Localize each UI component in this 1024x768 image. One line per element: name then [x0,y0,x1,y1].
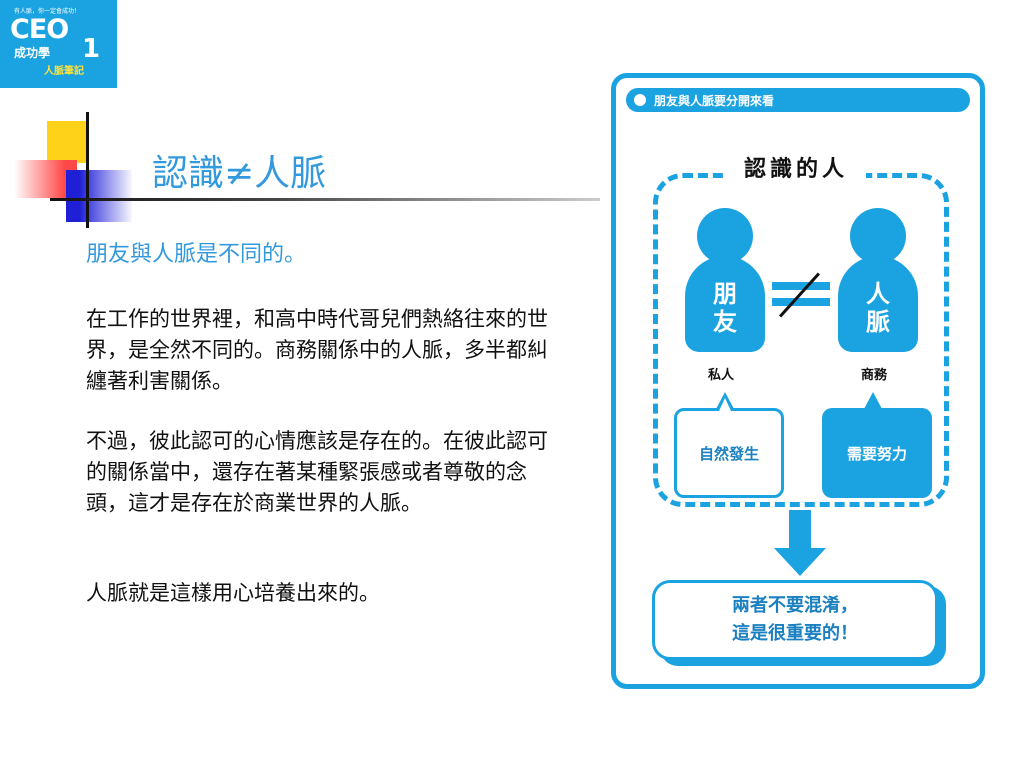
slide-title: 認識≠人脈 [152,153,327,194]
conclusion-line-2: 這是很重要的！ [732,623,858,644]
infographic-header: 朋友與人脈要分開來看 [626,88,970,112]
person-body [838,256,918,352]
decor-vertical-line [86,112,89,228]
conclusion-line-1: 兩者不要混淆， [732,595,858,616]
bubble-tail [864,392,882,409]
paragraph-1: 在工作的世界裡，和高中時代哥兒們熱絡往來的世界，是全然不同的。商務關係中的人脈，… [86,307,548,393]
acquaintance-title: 認識的人 [726,151,866,183]
private-caption: 私人 [708,368,735,383]
arrow-down-head [774,548,826,576]
arrow-down-icon [789,510,811,556]
person-body [685,256,765,352]
network-label: 人 脈 [866,280,890,336]
book-logo: 有人脈，你一定會成功！ CEO 成功學 1 人脈筆記 [0,0,117,88]
decor-yellow-square [47,121,89,163]
paragraph-3: 人脈就是這樣用心培養出來的。 [86,581,380,605]
business-caption: 商務 [861,368,888,383]
lead-text: 朋友與人脈是不同的。 [86,242,307,267]
logo-subtitle: 成功學 [14,46,51,60]
natural-bubble: 自然發生 [674,408,784,498]
not-equal-icon [768,272,834,318]
effort-bubble: 需要努力 [822,408,932,498]
logo-number: 1 [82,34,101,64]
person-head [850,208,906,264]
logo-ceo: CEO [10,14,69,45]
decor-blue-square [66,170,132,222]
title-underline [50,198,600,201]
logo-tagline: 有人脈，你一定會成功！ [14,8,81,15]
infographic-panel: 朋友與人脈要分開來看 認識的人 朋 友 人 脈 私人 商務 自然發生 需要努力 … [611,73,985,689]
infographic-header-label: 朋友與人脈要分開來看 [654,94,775,108]
paragraph-2: 不過，彼此認可的心情應該是存在的。在彼此認可的關係當中，還存在著某種緊張感或者尊… [86,429,548,515]
logo-note: 人脈筆記 [44,66,84,77]
conclusion-box: 兩者不要混淆， 這是很重要的！ [652,580,938,660]
person-head [697,208,753,264]
bullet-icon [634,94,646,106]
friend-label: 朋 友 [713,280,737,336]
